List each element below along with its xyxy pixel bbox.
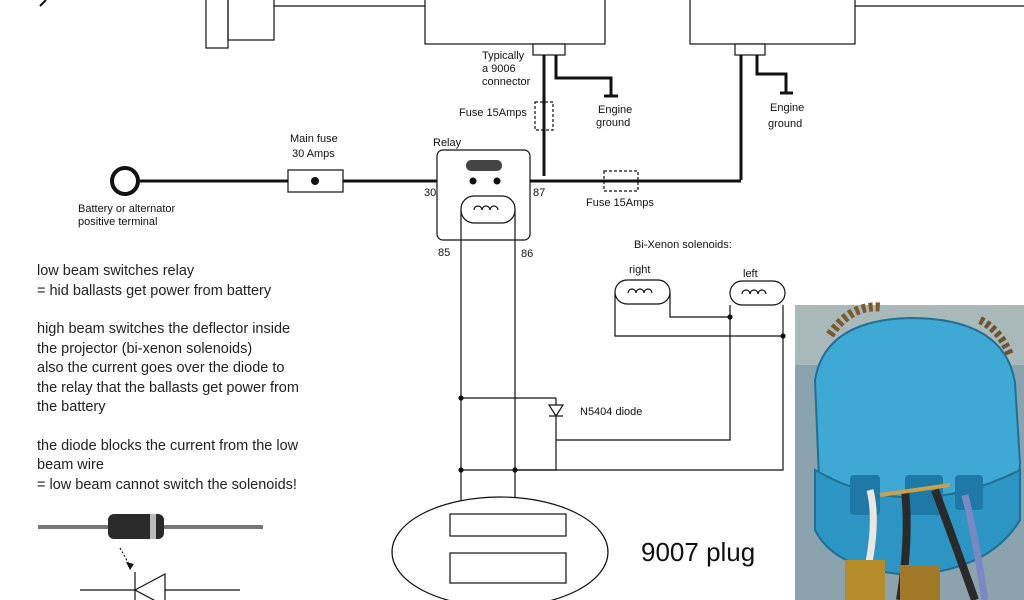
pin-86-label: 86 — [521, 248, 533, 260]
pin-87-label: 87 — [533, 187, 545, 199]
connector-label-3: connector — [482, 76, 531, 88]
left-9006-connector — [532, 43, 566, 56]
solenoid-left-label: left — [743, 268, 758, 280]
engine-ground-right-2: ground — [768, 118, 802, 130]
pin-85-label: 85 — [438, 247, 450, 259]
engine-ground-left-2: ground — [596, 117, 630, 129]
solenoid-right-label: right — [629, 264, 650, 276]
battery-label-1: Battery or alternator — [78, 203, 176, 215]
connector-label-2: a 9006 — [482, 63, 516, 75]
fuse-right-label: Fuse 15Amps — [586, 197, 654, 209]
note-low-beam: low beam switches relay = hid ballasts g… — [37, 263, 272, 299]
right-ballast-box — [689, 0, 856, 45]
battery-label-2: positive terminal — [78, 216, 157, 228]
main-fuse-label-2: 30 Amps — [292, 148, 335, 160]
plug-label: 9007 plug — [641, 537, 755, 567]
9007-plug-icon — [391, 496, 609, 600]
engine-ground-left-1: Engine — [598, 104, 632, 116]
pin-30-label: 30 — [424, 187, 436, 199]
right-9006-connector — [734, 43, 766, 56]
engine-ground-right-1: Engine — [770, 102, 804, 114]
bi-xenon-solenoids — [461, 279, 786, 471]
relay-icon — [436, 149, 531, 600]
fuse-top-label: Fuse 15Amps — [459, 107, 527, 119]
note-high-beam: high beam switches the deflector inside … — [37, 321, 299, 415]
main-fuse-label-1: Main fuse — [290, 133, 338, 145]
battery-terminal-icon — [110, 166, 140, 196]
solenoids-title: Bi-Xenon solenoids: — [634, 239, 732, 251]
n5404-diode-icon — [458, 314, 786, 473]
note-diode: the diode blocks the current from the lo… — [37, 437, 299, 493]
connector-label-1: Typically — [482, 50, 525, 62]
diode-label: N5404 diode — [580, 406, 642, 418]
plug-photo — [795, 302, 1024, 600]
top-left-component — [39, 0, 425, 49]
diode-photo-drawing — [38, 514, 263, 600]
relay-label: Relay — [433, 137, 462, 149]
explanation-notes: low beam switches relay = hid ballasts g… — [37, 262, 367, 514]
left-ballast-box — [424, 0, 606, 45]
